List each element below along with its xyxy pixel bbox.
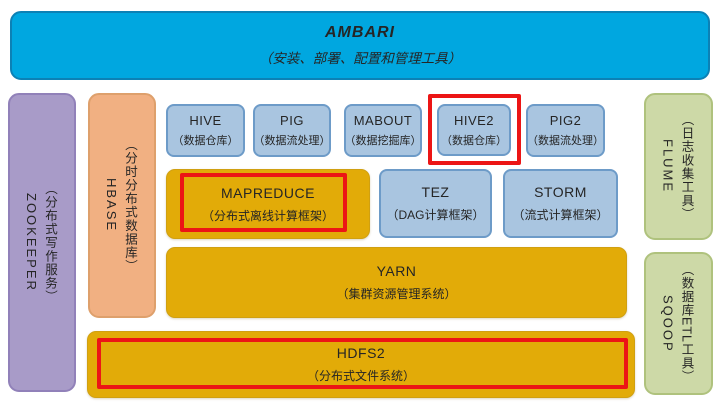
pig2-title: PIG2 xyxy=(549,113,582,128)
hdfs2-subtitle: （分布式文件系统） xyxy=(306,369,415,383)
flume-vertical-text: FLUME （日志收集工具） xyxy=(659,113,699,221)
pig2-subtitle: （数据流处理） xyxy=(527,135,604,147)
storm-box: STORM （流式计算框架） xyxy=(503,169,618,238)
hbase-title: HBASE xyxy=(104,178,119,233)
hive-subtitle: （数据仓库） xyxy=(172,135,239,147)
hive-box: HIVE （数据仓库） xyxy=(166,104,245,157)
hbase-column: HBASE （分时分布式数据库） xyxy=(88,93,156,318)
ambari-subtitle: （安装、部署、配置和管理工具） xyxy=(258,51,462,66)
storm-title: STORM xyxy=(534,184,587,200)
hive2-subtitle: （数据仓库） xyxy=(441,134,507,147)
zookeeper-column: ZOOKEEPER （分布式写作服务） xyxy=(8,93,76,392)
mabout-subtitle: （数据挖掘库） xyxy=(344,135,422,147)
flume-title: FLUME xyxy=(660,139,676,194)
mapreduce-subtitle: （分布式离线计算框架） xyxy=(201,208,334,223)
hive-title: HIVE xyxy=(189,113,222,128)
flume-column: FLUME （日志收集工具） xyxy=(644,93,713,240)
tez-subtitle: （DAG计算框架） xyxy=(386,208,485,222)
flume-subtitle: （日志收集工具） xyxy=(679,112,694,221)
hdfs2-title: HDFS2 xyxy=(336,345,386,361)
mabout-title: MABOUT xyxy=(353,113,413,128)
pig-subtitle: （数据流处理） xyxy=(253,135,331,147)
sqoop-column: SQOOP （数据库ETL工具） xyxy=(644,252,713,395)
ambari-title: AMBARI xyxy=(325,24,395,41)
pig-title: PIG xyxy=(280,113,304,128)
mapreduce-title: MAPREDUCE xyxy=(221,184,315,201)
hbase-subtitle: （分时分布式数据库） xyxy=(123,138,137,273)
mapreduce-box: MAPREDUCE （分布式离线计算框架） xyxy=(166,169,370,239)
hive2-box: HIVE2 （数据仓库） xyxy=(437,104,511,156)
zookeeper-subtitle: （分布式写作服务） xyxy=(43,181,57,304)
hbase-vertical-text: HBASE （分时分布式数据库） xyxy=(102,138,142,273)
yarn-title: YARN xyxy=(376,263,417,279)
tez-box: TEZ （DAG计算框架） xyxy=(379,169,492,238)
yarn-subtitle: （集群资源管理系统） xyxy=(336,287,457,301)
sqoop-vertical-text: SQOOP （数据库ETL工具） xyxy=(659,263,699,383)
zookeeper-title: ZOOKEEPER xyxy=(24,193,39,292)
pig2-box: PIG2 （数据流处理） xyxy=(526,104,605,157)
ambari-banner: AMBARI （安装、部署、配置和管理工具） xyxy=(10,11,710,80)
tez-title: TEZ xyxy=(421,184,450,200)
mabout-box: MABOUT （数据挖掘库） xyxy=(344,104,422,157)
pig-box: PIG （数据流处理） xyxy=(253,104,331,157)
yarn-box: YARN （集群资源管理系统） xyxy=(166,247,627,318)
sqoop-subtitle: （数据库ETL工具） xyxy=(679,263,694,384)
hive2-title: HIVE2 xyxy=(453,112,495,128)
hdfs2-box: HDFS2 （分布式文件系统） xyxy=(87,331,635,398)
sqoop-title: SQOOP xyxy=(660,294,676,353)
zookeeper-vertical-text: ZOOKEEPER （分布式写作服务） xyxy=(22,182,62,304)
storm-subtitle: （流式计算框架） xyxy=(512,208,609,222)
